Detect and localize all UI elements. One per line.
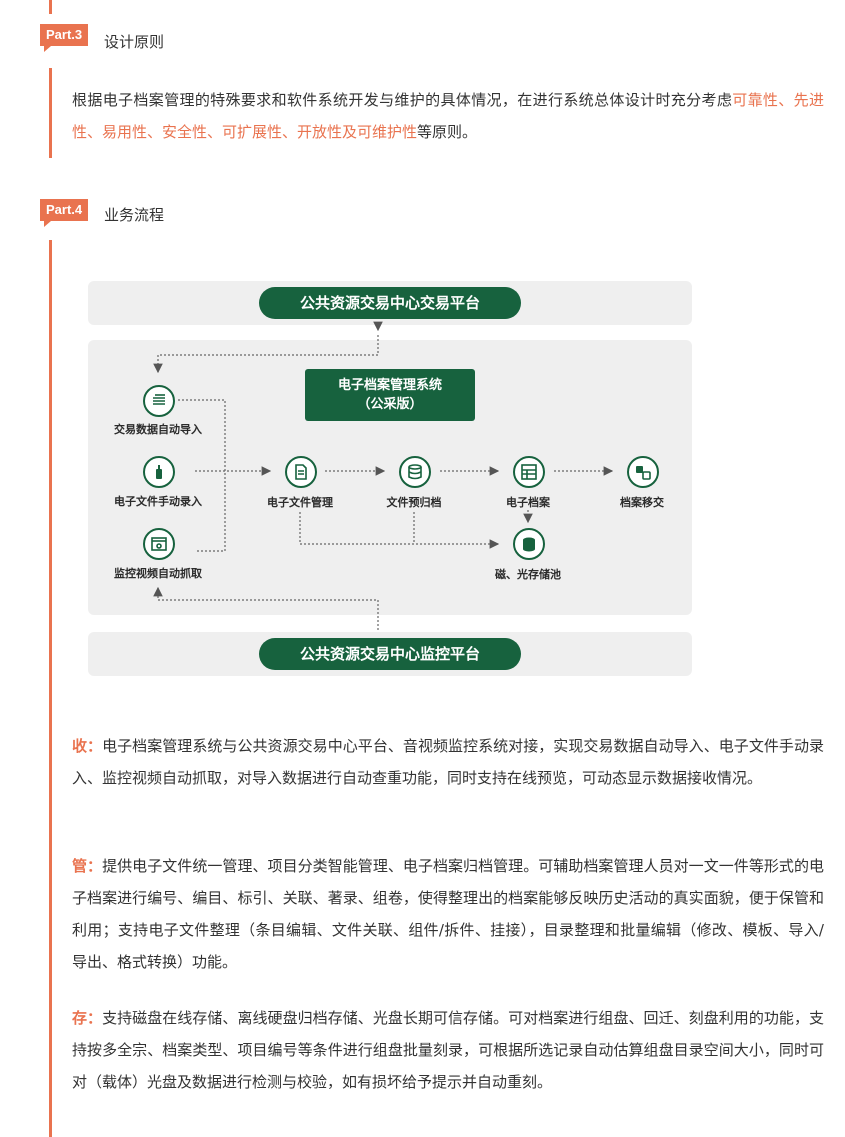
part3-tag: Part.3: [40, 24, 89, 52]
part3-paragraph: 根据电子档案管理的特殊要求和软件系统开发与维护的具体情况，在进行系统总体设计时充…: [72, 84, 824, 148]
stage-label-pre-archive: 文件预归档: [386, 496, 442, 509]
part3-title: 设计原则: [104, 33, 165, 51]
section-store-lead: 存：: [72, 1009, 103, 1027]
part3-text-pre: 根据电子档案管理的特殊要求和软件系统开发与维护的具体情况，在进行系统总体设计时充…: [72, 91, 733, 109]
system-box-line1: 电子档案管理系统: [337, 378, 442, 393]
system-box: 电子档案管理系统 （公采版）: [305, 369, 475, 421]
database-icon: [399, 456, 431, 488]
system-box-line2: （公采版）: [357, 397, 423, 412]
storage-pool-icon: [513, 528, 545, 560]
stage-label-archive: 电子档案: [506, 496, 550, 509]
accent-line-part4: [49, 240, 52, 1137]
storage-label: 磁、光存储池: [495, 568, 561, 581]
section-manage-lead: 管：: [72, 857, 103, 875]
file-icon: [285, 456, 317, 488]
section-store: 存：支持磁盘在线存储、离线硬盘归档存储、光盘长期可信存储。可对档案进行组盘、回迁…: [72, 1002, 824, 1098]
bottom-platform-pill: 公共资源交易中心监控平台: [259, 638, 521, 670]
accent-line-part3: [49, 68, 52, 158]
archive-grid-icon: [513, 456, 545, 488]
section-manage: 管：提供电子文件统一管理、项目分类智能管理、电子档案归档管理。可辅助档案管理人员…: [72, 850, 824, 978]
section-receive-lead: 收：: [72, 737, 103, 755]
stage-label-file-management: 电子文件管理: [267, 496, 333, 509]
video-window-icon: [143, 528, 175, 560]
section-receive-text: 电子档案管理系统与公共资源交易中心平台、音视频监控系统对接，实现交易数据自动导入…: [72, 737, 824, 787]
part3-text-post: 等原则。: [417, 123, 478, 141]
section-store-text: 支持磁盘在线存储、离线硬盘归档存储、光盘长期可信存储。可对档案进行组盘、回迁、刻…: [72, 1009, 824, 1091]
stage-label-transfer: 档案移交: [620, 496, 664, 509]
section-manage-text: 提供电子文件统一管理、项目分类智能管理、电子档案归档管理。可辅助档案管理人员对一…: [72, 857, 824, 971]
top-platform-pill: 公共资源交易中心交易平台: [259, 287, 521, 319]
input-label-manual: 电子文件手动录入: [114, 495, 202, 508]
section-receive: 收：电子档案管理系统与公共资源交易中心平台、音视频监控系统对接，实现交易数据自动…: [72, 730, 824, 794]
part4-title: 业务流程: [104, 206, 165, 224]
input-label-video: 监控视频自动抓取: [114, 567, 202, 580]
transfer-icon: [627, 456, 659, 488]
hand-input-icon: [143, 456, 175, 488]
part3-text-highlight: 可靠性、先进性、易用性、安全性、可扩展性、开放性及可维护性: [72, 91, 824, 141]
part4-tag: Part.4: [40, 199, 89, 227]
accent-line-top: [49, 0, 52, 14]
document-stack-icon: [143, 385, 175, 417]
input-label-transaction: 交易数据自动导入: [114, 423, 202, 436]
